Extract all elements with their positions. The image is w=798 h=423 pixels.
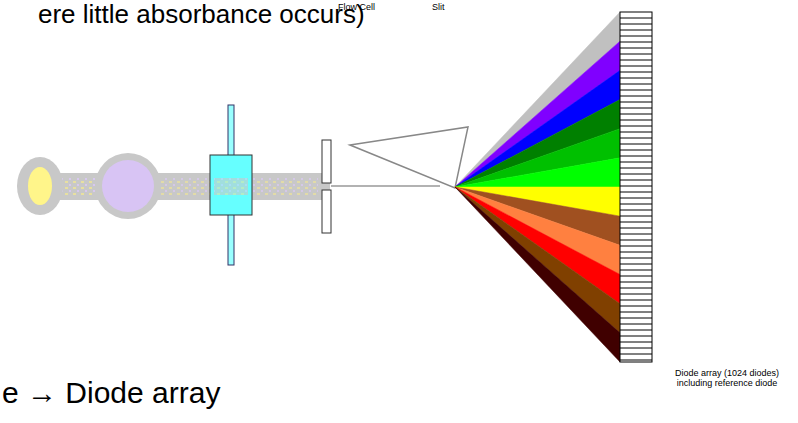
- diode: [620, 126, 652, 127]
- diode: [620, 174, 652, 175]
- spectrum-band: [455, 100, 620, 188]
- diode: [620, 198, 652, 199]
- spectrum-band: [455, 158, 620, 187]
- spectrum-band: [455, 70, 620, 187]
- diode: [620, 186, 652, 187]
- diode: [620, 156, 652, 157]
- light-ray: [331, 185, 440, 187]
- diode: [620, 84, 652, 85]
- heading-fragment: ere little absorbance occurs): [38, 0, 365, 30]
- spectrum-band: [455, 129, 620, 187]
- diode: [620, 258, 652, 259]
- diode: [620, 216, 652, 217]
- part-label: Slit: [432, 2, 445, 12]
- diode: [620, 204, 652, 205]
- spectrum-band: [455, 187, 620, 362]
- diode: [620, 264, 652, 265]
- diode: [620, 270, 652, 271]
- diode: [620, 66, 652, 67]
- diode: [620, 144, 652, 145]
- diode: [620, 132, 652, 133]
- lamp-housing: [17, 157, 63, 215]
- diode: [620, 348, 652, 349]
- diode: [620, 78, 652, 79]
- diode: [620, 282, 652, 283]
- beam-particles: [158, 178, 318, 195]
- grating: [350, 127, 468, 188]
- light-beam: [30, 173, 330, 200]
- diode: [620, 18, 652, 19]
- diode: [620, 222, 652, 223]
- diode: [620, 228, 652, 229]
- diode: [620, 192, 652, 193]
- beam-particles: [214, 178, 248, 195]
- diode: [620, 312, 652, 313]
- diode: [620, 252, 652, 253]
- diode: [620, 234, 652, 235]
- diode: [620, 54, 652, 55]
- diode: [620, 180, 652, 181]
- diode: [620, 294, 652, 295]
- diode-array: [620, 12, 652, 362]
- diode: [620, 210, 652, 211]
- spectrum-fan: [455, 12, 620, 362]
- slit-blade: [322, 140, 331, 183]
- diode: [620, 72, 652, 73]
- diode: [620, 306, 652, 307]
- diode: [620, 240, 652, 241]
- diode: [620, 102, 652, 103]
- diode: [620, 324, 652, 325]
- diode: [620, 246, 652, 247]
- diode: [620, 168, 652, 169]
- diode: [620, 288, 652, 289]
- flow-cell: [210, 155, 252, 215]
- diode-lines: [620, 18, 652, 360]
- diode: [620, 138, 652, 139]
- part-label: Diode array (1024 diodes) including refe…: [660, 368, 794, 389]
- slit-blade: [322, 190, 331, 233]
- part-label: Flow Cell: [338, 2, 375, 12]
- diode: [620, 318, 652, 319]
- diode: [620, 276, 652, 277]
- diode: [620, 36, 652, 37]
- heading-fragment: e → Diode array: [2, 376, 220, 411]
- diode: [620, 120, 652, 121]
- diode: [620, 90, 652, 91]
- diode: [620, 60, 652, 61]
- diode: [620, 96, 652, 97]
- diode: [620, 336, 652, 337]
- deuterium-lamp: [102, 160, 154, 212]
- diode: [620, 354, 652, 355]
- diode: [620, 114, 652, 115]
- diode: [620, 342, 652, 343]
- spectrum-band: [455, 12, 620, 187]
- lamp-housing: [95, 153, 161, 219]
- diode: [620, 42, 652, 43]
- diode: [620, 300, 652, 301]
- diode: [620, 48, 652, 49]
- diode: [620, 108, 652, 109]
- diode: [620, 24, 652, 25]
- tungsten-lamp: [28, 167, 52, 205]
- diode: [620, 330, 652, 331]
- diode: [620, 30, 652, 31]
- diode: [620, 162, 652, 163]
- diode: [620, 360, 652, 361]
- diode: [620, 150, 652, 151]
- spectrum-band: [455, 41, 620, 187]
